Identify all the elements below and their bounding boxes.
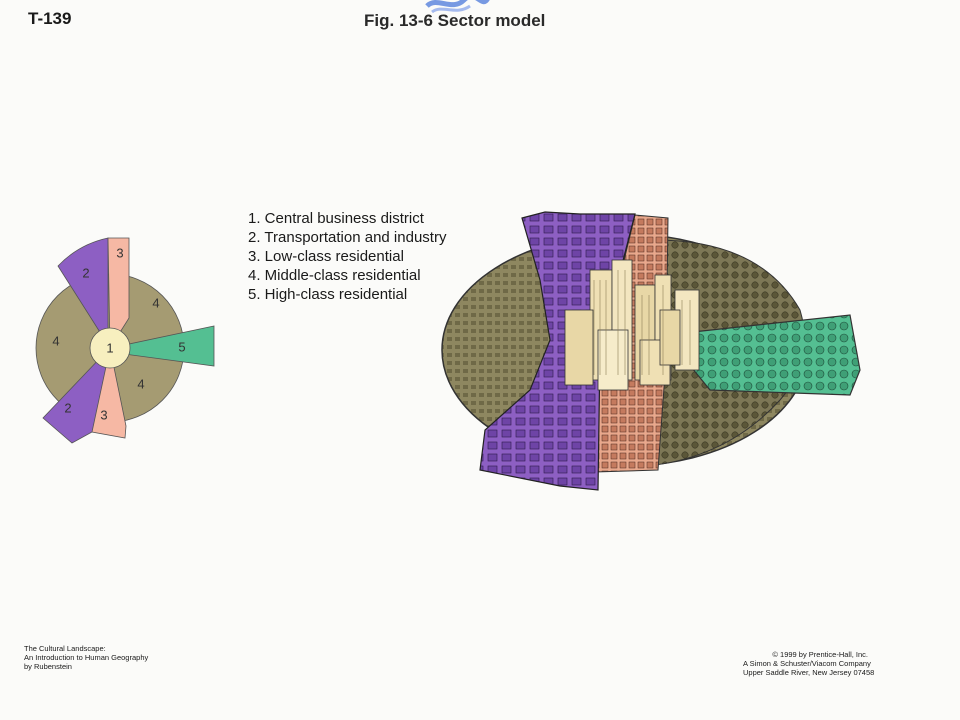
high-class-zone — [663, 314, 861, 396]
label-high-class: 5 — [178, 339, 185, 354]
cbd-skyscrapers — [564, 259, 700, 391]
ink-stamp-mark — [425, 0, 490, 14]
label-middle-bottom-right: 4 — [137, 376, 144, 391]
credit-line: Upper Saddle River, New Jersey 07458 — [743, 668, 875, 677]
credit-publisher: © 1999 by Prentice-Hall, Inc. A Simon & … — [743, 650, 875, 677]
sector-model-diagram: 1 2 3 4 4 5 4 2 3 — [35, 237, 215, 444]
label-middle-top-right: 4 — [152, 295, 159, 310]
credit-line: An Introduction to Human Geography — [24, 653, 149, 662]
legend: 1. Central business district 2. Transpor… — [248, 209, 446, 304]
legend-item-low-class: 3. Low-class residential — [248, 248, 404, 265]
credit-line: A Simon & Schuster/Viacom Company — [743, 659, 871, 668]
legend-item-cbd: 1. Central business district — [248, 210, 424, 227]
label-low-class-top: 3 — [116, 245, 123, 260]
label-transport-top: 2 — [82, 265, 89, 280]
label-low-class-bottom: 3 — [100, 407, 107, 422]
city-illustration — [441, 211, 861, 491]
credit-textbook: The Cultural Landscape: An Introduction … — [24, 644, 148, 671]
legend-item-middle-class: 4. Middle-class residential — [248, 267, 421, 284]
credit-line: by Rubenstein — [24, 662, 72, 671]
slide-code: T-139 — [28, 9, 72, 28]
sector-low-class-top — [107, 237, 130, 350]
label-middle-left: 4 — [52, 333, 59, 348]
credit-line: The Cultural Landscape: — [24, 644, 106, 653]
figure-title: Fig. 13-6 Sector model — [364, 11, 546, 30]
sector-cbd — [89, 327, 131, 369]
credit-line: © 1999 by Prentice-Hall, Inc. — [772, 650, 868, 659]
label-transport-bottom: 2 — [64, 400, 71, 415]
legend-item-transportation: 2. Transportation and industry — [248, 229, 447, 246]
label-cbd: 1 — [106, 340, 113, 355]
legend-item-high-class: 5. High-class residential — [248, 286, 408, 303]
